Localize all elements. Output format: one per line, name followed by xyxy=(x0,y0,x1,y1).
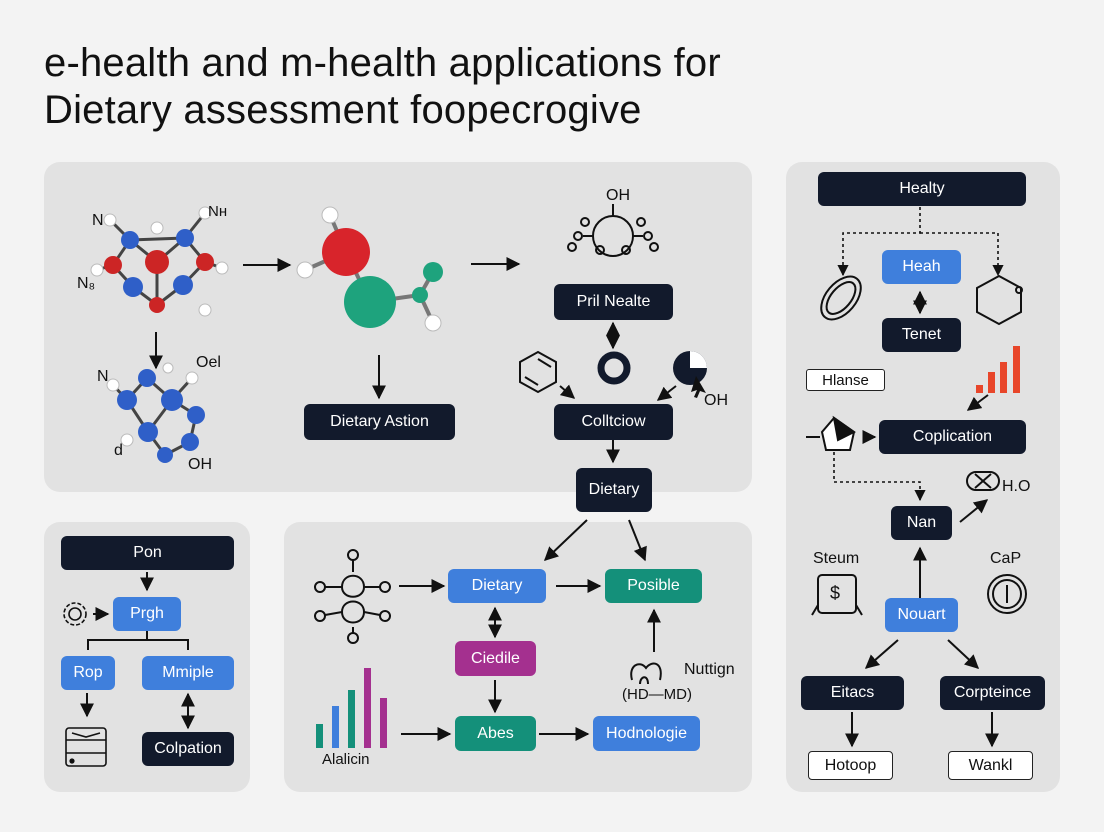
atom-label-n8: N₈ xyxy=(77,275,96,292)
oval-ring-icon xyxy=(820,275,862,321)
molecule-3-icon xyxy=(296,206,443,332)
dietary-top-box[interactable]: Dietary xyxy=(576,468,652,512)
hlanse-box[interactable]: Hlanse xyxy=(806,369,885,391)
house-node-icon xyxy=(820,415,856,451)
dietary-bottom-box[interactable]: Dietary xyxy=(448,569,546,603)
hd-md-label: (HD—MD) xyxy=(622,686,692,703)
atom-label-n-bottom: N xyxy=(97,368,109,385)
gear-cloud-icon xyxy=(63,602,87,626)
wankl-box[interactable]: Wankl xyxy=(948,751,1033,780)
glucose-ring-icon xyxy=(567,204,659,257)
atom-label-oh-pie: OH xyxy=(704,392,728,409)
alalicin-label: Alalicin xyxy=(322,751,370,768)
atom-label-n-top: N xyxy=(92,212,104,229)
molecule-graph-icon xyxy=(314,549,391,644)
eitacs-box[interactable]: Eitacs xyxy=(801,676,904,710)
nutrition-bar-chart-icon xyxy=(316,668,387,748)
nan-box[interactable]: Nan xyxy=(891,506,952,540)
hand-icon xyxy=(630,662,662,685)
flask-pill-icon xyxy=(966,471,1000,491)
pon-box[interactable]: Pon xyxy=(61,536,234,570)
steum-label: Steum xyxy=(813,550,860,567)
atom-label-nh: Nн xyxy=(208,203,228,220)
dietary-astion-box[interactable]: Dietary Astion xyxy=(304,404,455,440)
healty-box[interactable]: Healty xyxy=(818,172,1026,206)
atom-label-oh-molecule: OH xyxy=(188,456,212,473)
corpteince-box[interactable]: Corpteince xyxy=(940,676,1045,710)
pyran-ring-icon xyxy=(976,274,1023,326)
ring-icon xyxy=(597,351,631,385)
atom-label-oel: Oel xyxy=(196,354,221,371)
colpation-box[interactable]: Colpation xyxy=(142,732,234,766)
pril-nealte-box[interactable]: Pril Nealte xyxy=(554,284,673,320)
posible-box[interactable]: Posible xyxy=(605,569,702,603)
tenet-box[interactable]: Tenet xyxy=(882,318,961,352)
molecule-2-icon xyxy=(106,362,205,463)
molecule-1-icon xyxy=(90,206,229,317)
server-box-icon xyxy=(65,727,107,767)
title-line-2: Dietary assessment foopecrogive xyxy=(44,88,642,132)
coplication-box[interactable]: Coplication xyxy=(879,420,1026,454)
h2o-label: H.O xyxy=(1002,478,1031,495)
benzene-icon xyxy=(519,350,557,394)
dollar-glyph: $ xyxy=(830,583,841,603)
abes-box[interactable]: Abes xyxy=(455,716,536,751)
cap-label: CaP xyxy=(990,550,1022,567)
bag-icon xyxy=(811,574,863,616)
heah-box[interactable]: Heah xyxy=(882,250,961,284)
bar-chart-icon xyxy=(976,346,1020,393)
power-icon xyxy=(987,574,1027,614)
atom-label-d: d xyxy=(114,442,123,459)
colleciow-box[interactable]: Colltciow xyxy=(554,404,673,440)
hodnologie-box[interactable]: Hodnologie xyxy=(593,716,700,751)
rop-box[interactable]: Rop xyxy=(61,656,115,690)
pie-chart-icon xyxy=(673,351,707,398)
prgh-box[interactable]: Prgh xyxy=(113,597,181,631)
nuttign-label: Nuttign xyxy=(684,661,735,678)
ciedile-box[interactable]: Ciedile xyxy=(455,641,536,676)
title-line-1: e-health and m-health applications for xyxy=(44,41,721,85)
atom-label-oh-ring: OH xyxy=(606,187,630,204)
page-title: e-health and m-health applications for D… xyxy=(44,40,721,134)
mmiple-box[interactable]: Mmiple xyxy=(142,656,234,690)
hotoop-box[interactable]: Hotoop xyxy=(808,751,893,780)
nouart-box[interactable]: Nouart xyxy=(885,598,958,632)
